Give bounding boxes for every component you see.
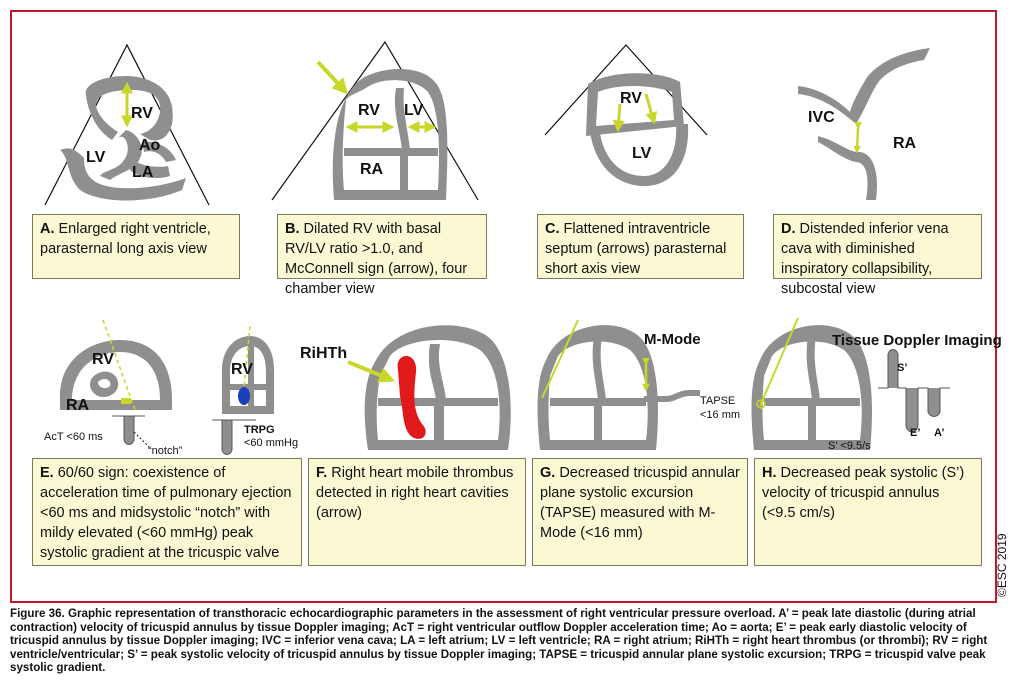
panel-f-caption: F.Right heart mobile thrombus detected i… [308, 458, 526, 566]
panel-g-mmode-line [541, 319, 579, 399]
copyright-notice: ©ESC 2019 [995, 533, 1009, 597]
panel-g-text: Decreased tricuspid annular plane systol… [540, 465, 740, 541]
panel-a-rv-wall [85, 75, 173, 141]
panel-f-letter: F. [316, 465, 328, 481]
panel-g-label-tapse-value: <16 mm [700, 409, 740, 421]
panel-h-tdi-trace [878, 349, 950, 433]
panel-a-lv-wall [60, 148, 186, 201]
panel-h-label-e: E’ [910, 427, 920, 439]
panel-h-doppler-line [759, 317, 799, 407]
panel-h-label-tdi: Tissue Doppler Imaging [832, 332, 1002, 349]
panel-h-letter: H. [762, 465, 777, 481]
panel-a-label-rv: RV [131, 105, 153, 122]
panel-h-caption: H.Decreased peak systolic (S’) velocity … [754, 458, 982, 566]
panel-b-label-rv: RV [358, 102, 380, 119]
panel-g-label-tapse: TAPSE [700, 395, 735, 407]
panel-f-label-rihth: RiHTh [300, 345, 347, 362]
panel-c-label-rv: RV [620, 90, 642, 107]
panel-a-caption: A.Enlarged right ventricle, parasternal … [32, 214, 240, 279]
panel-c-diagram: RV LV [544, 44, 708, 186]
panel-f-diagram: RiHTh [300, 325, 511, 450]
panel-d-diagram: IVC RA [798, 48, 930, 200]
panel-h-label-s-value: S’ <9.5/s [828, 440, 871, 452]
panel-b-label-lv: LV [404, 102, 424, 119]
panel-d-ivc-arrow [853, 121, 862, 154]
panel-e-label-trpg: TRPG [244, 424, 275, 436]
panel-a-text: Enlarged right ventricle, parasternal lo… [40, 221, 211, 257]
panel-h-label-s: S’ [897, 362, 907, 374]
panel-d-label-ivc: IVC [808, 109, 835, 126]
panel-e-label-notch: “notch” [148, 445, 183, 457]
panel-h-diagram: Tissue Doppler Imaging S’ E’ A’ S’ <9.5/… [751, 317, 1002, 452]
panel-b-mcconnell-arrow [316, 60, 349, 95]
panel-f-thrombus-arrow [347, 360, 395, 383]
panel-e-sample-gate [121, 398, 131, 404]
panel-a-diagram: RV Ao LV LA [44, 43, 210, 206]
panel-e-label-rv2: RV [231, 361, 253, 378]
panel-c-septum-arrow-2 [644, 93, 658, 125]
panel-g-heart-wall [537, 325, 658, 450]
panel-c-rv-wall [586, 73, 684, 136]
panel-b-caption: B.Dilated RV with basal RV/LV ratio >1.0… [277, 214, 487, 297]
panel-h-text: Decreased peak systolic (S’) velocity of… [762, 465, 965, 521]
panel-e-trpg-trace [212, 419, 256, 455]
panel-d-text: Distended inferior vena cava with dimini… [781, 221, 949, 297]
panel-a-label-la: LA [132, 164, 154, 181]
panel-d-ivc-upper [798, 48, 930, 124]
panel-e-small-heart [222, 336, 274, 414]
panel-c-septum-arrow-1 [612, 103, 625, 133]
panel-e-doppler-trace [112, 415, 145, 445]
panel-a-letter: A. [40, 221, 55, 237]
panel-e-text: 60/60 sign: coexistence of acceleration … [40, 465, 292, 561]
panel-b-text: Dilated RV with basal RV/LV ratio >1.0, … [285, 221, 468, 297]
panel-c-caption: C.Flattened intraventricle septum (arrow… [537, 214, 744, 279]
panel-f-thrombus [397, 356, 426, 439]
panel-d-label-ra: RA [893, 135, 917, 152]
panel-e-diagram: RV RA AcT <60 ms “notch” RV TRPG <60 mmH… [44, 319, 298, 457]
panel-e-caption: E.60/60 sign: coexistence of acceleratio… [32, 458, 302, 566]
panel-g-tapse-trace [644, 390, 700, 402]
panel-e-doppler-line [102, 319, 136, 411]
panel-h-heart-wall [751, 325, 872, 450]
panel-a-label-ao: Ao [139, 137, 161, 154]
panel-b-septum [394, 88, 410, 150]
panel-d-ivc-lower [818, 136, 878, 200]
panel-e-regurgitation-jet [238, 387, 250, 405]
panel-e-label-trpg-value: <60 mmHg [244, 437, 298, 449]
panel-h-label-a: A’ [934, 427, 944, 439]
panel-g-letter: G. [540, 465, 556, 481]
panel-d-caption: D.Distended inferior vena cava with dimi… [773, 214, 982, 297]
panel-c-letter: C. [545, 221, 560, 237]
panel-e-label-ra: RA [66, 397, 90, 414]
panel-g-label-mmode: M-Mode [644, 331, 701, 348]
panel-b-label-ra: RA [360, 161, 384, 178]
panel-c-label-lv: LV [632, 145, 652, 162]
panel-e-heart-wall [59, 340, 172, 400]
panel-b-letter: B. [285, 221, 300, 237]
panel-e-letter: E. [40, 465, 54, 481]
panel-c-text: Flattened intraventricle septum (arrows)… [545, 221, 727, 277]
panel-f-text: Right heart mobile thrombus detected in … [316, 465, 514, 521]
panel-b-diagram: RV LV RA [271, 40, 479, 201]
panel-e-label-act: AcT <60 ms [44, 431, 103, 443]
panel-d-letter: D. [781, 221, 796, 237]
panel-g-diagram: M-Mode TAPSE <16 mm [537, 319, 740, 450]
panel-b-heart-outline [332, 69, 448, 200]
panel-g-caption: G.Decreased tricuspid annular plane syst… [532, 458, 748, 566]
panel-e-label-rv: RV [92, 351, 114, 368]
panel-c-lv-wall [590, 124, 689, 186]
figure-diagram: RV Ao LV LA RV LV RA RV LV IVC RA [44, 40, 1002, 457]
figure-caption: Figure 36. Graphic representation of tra… [10, 607, 988, 674]
panel-a-label-lv: LV [86, 149, 106, 166]
